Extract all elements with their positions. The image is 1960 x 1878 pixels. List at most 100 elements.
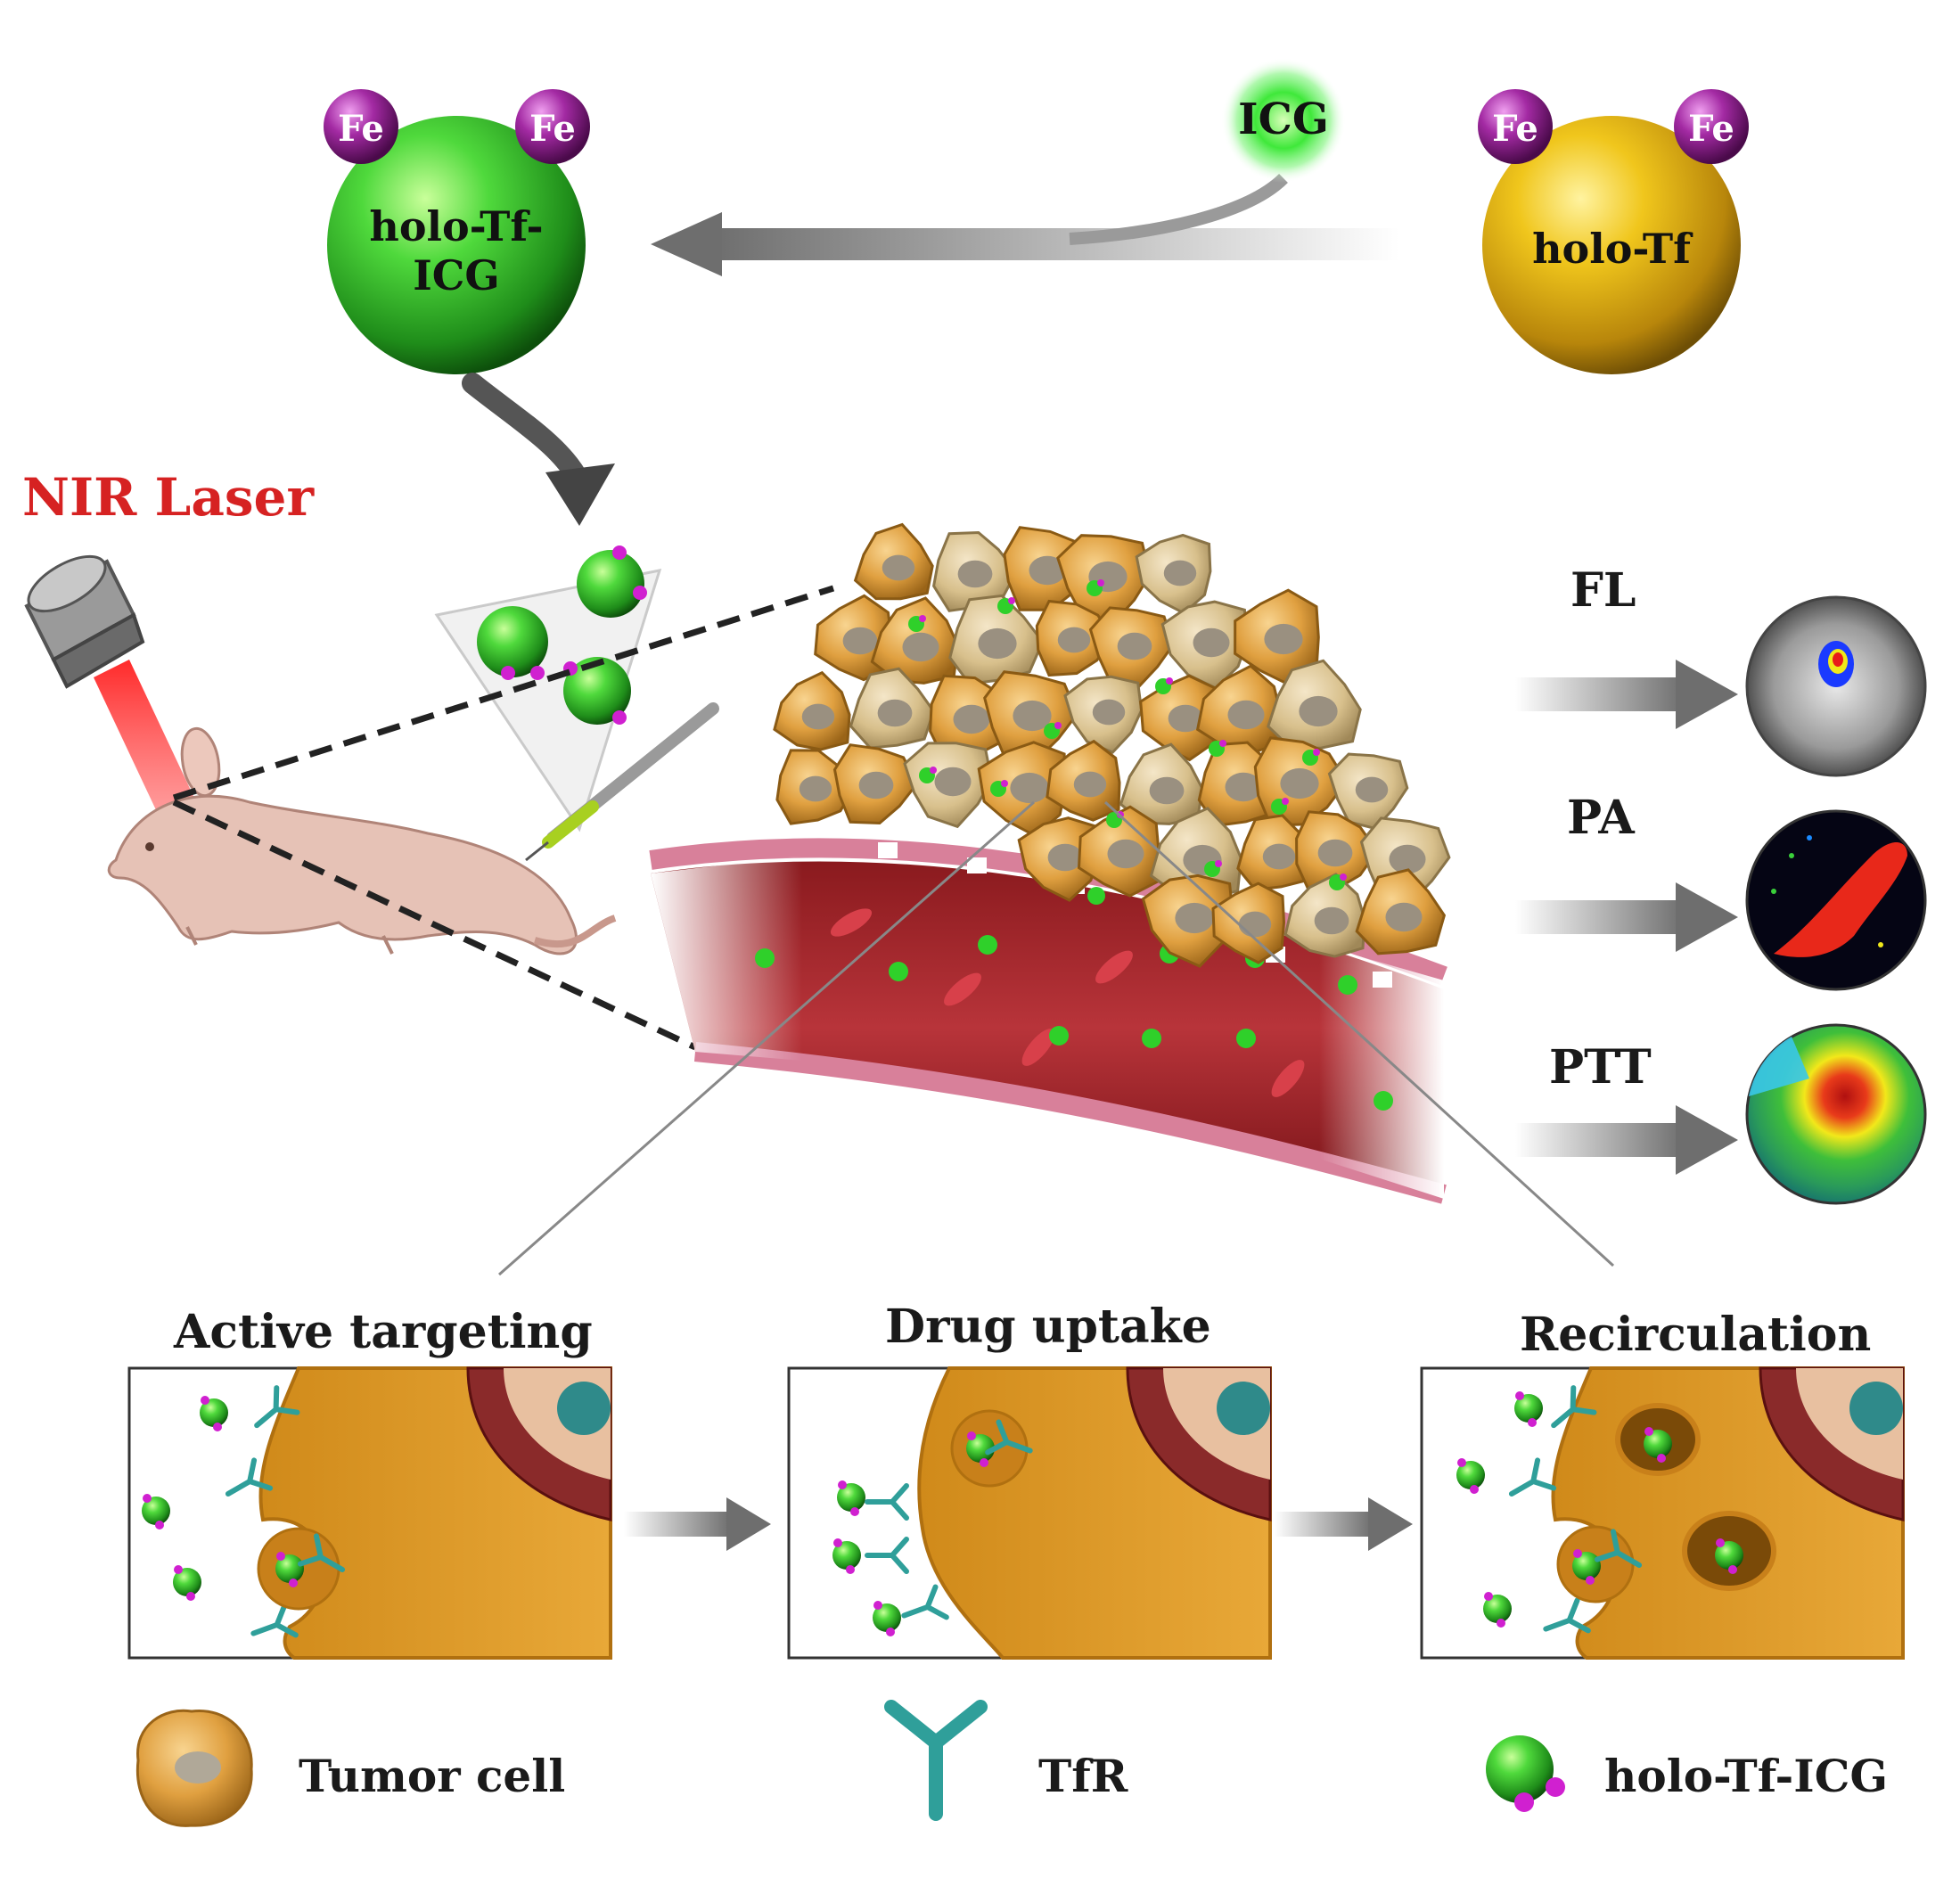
cell-nucleus bbox=[1225, 772, 1262, 802]
panel-particle-fe bbox=[155, 1521, 164, 1529]
panel-particle-fe bbox=[1644, 1427, 1653, 1436]
step-zoom-lines bbox=[498, 800, 1615, 1276]
cell-nucleus bbox=[1073, 771, 1107, 798]
panel-particle bbox=[1572, 1552, 1601, 1580]
panel-particle-fe bbox=[1728, 1565, 1737, 1574]
cell-nucleus bbox=[1238, 911, 1272, 938]
tumor-particle-fe bbox=[1340, 873, 1347, 881]
svg-text:ICG: ICG bbox=[1238, 94, 1329, 144]
cell-nucleus bbox=[1163, 560, 1197, 586]
panel-particle bbox=[1456, 1461, 1485, 1489]
cone-particles bbox=[477, 545, 647, 725]
svg-text:PA: PA bbox=[1567, 791, 1635, 845]
legend-tumor-cell: Tumor cell bbox=[299, 1750, 565, 1802]
cell-nucleus bbox=[978, 627, 1017, 660]
panel-particle-fe bbox=[289, 1579, 298, 1587]
cell-nucleus bbox=[1168, 704, 1203, 733]
active-targeting-panel bbox=[127, 1366, 612, 1660]
cell-nucleus bbox=[1047, 843, 1083, 872]
panel-particle bbox=[1483, 1595, 1512, 1623]
svg-text:holo-Tf: holo-Tf bbox=[1532, 225, 1693, 273]
icg-particle: ICG bbox=[1221, 58, 1346, 183]
laser-beam bbox=[94, 660, 201, 829]
svg-text:Fe: Fe bbox=[529, 108, 576, 150]
panel-receptor bbox=[250, 1602, 299, 1638]
step-active-targeting: Active targeting bbox=[127, 1305, 612, 1660]
cell-nucleus bbox=[799, 775, 832, 802]
fe-atom: Fe bbox=[324, 89, 398, 164]
cell-nucleus bbox=[1057, 627, 1091, 653]
panel-particle-fe bbox=[838, 1480, 847, 1489]
panel-particle-fe bbox=[1573, 1549, 1582, 1558]
cell-nucleus bbox=[953, 704, 990, 734]
panel-receptor bbox=[985, 1419, 1033, 1456]
tumor-particle-fe bbox=[1166, 677, 1173, 685]
laser-head-icon bbox=[24, 554, 145, 689]
step-drug-uptake: Drug uptake bbox=[787, 1300, 1272, 1660]
panel-particle-fe bbox=[1716, 1538, 1725, 1547]
panel-particle-fe bbox=[1497, 1619, 1505, 1628]
panel-particle-fe bbox=[276, 1552, 285, 1561]
panel-particle-fe bbox=[1515, 1391, 1524, 1400]
panel-receptor bbox=[901, 1584, 949, 1620]
panel-particle-fe bbox=[886, 1628, 895, 1636]
cell-nucleus bbox=[1264, 623, 1303, 655]
panel-particle bbox=[837, 1483, 865, 1512]
panel-particle bbox=[832, 1541, 861, 1570]
imaging-pa: PA bbox=[1515, 791, 1927, 991]
panel-particle-fe bbox=[846, 1565, 855, 1574]
nir-laser-label: NIR Laser bbox=[22, 467, 315, 528]
panel-receptor bbox=[297, 1533, 346, 1572]
panel-receptor bbox=[865, 1483, 909, 1521]
svg-text:ICG: ICG bbox=[413, 251, 499, 299]
imaging-fl: FL bbox=[1515, 563, 1927, 777]
panel-particle-fe bbox=[1586, 1576, 1595, 1585]
cell-nucleus bbox=[1355, 776, 1389, 803]
svg-text:Fe: Fe bbox=[1492, 108, 1538, 150]
panel-particle-fe bbox=[143, 1494, 152, 1503]
cell-nucleus bbox=[1280, 767, 1319, 800]
tumor-particle-fe bbox=[1219, 740, 1226, 747]
cell-nucleus bbox=[1385, 902, 1423, 932]
legend: Tumor cell TfR holo-Tf-ICG bbox=[135, 1700, 1888, 1827]
tumor-particle-fe bbox=[1282, 798, 1289, 805]
cell-nucleus bbox=[858, 771, 894, 800]
nucleolus bbox=[1217, 1382, 1270, 1435]
panel-particle-fe bbox=[980, 1458, 988, 1467]
panel-receptor bbox=[254, 1385, 300, 1429]
panel-receptor bbox=[1594, 1529, 1643, 1568]
legend-tfr: TfR bbox=[1038, 1750, 1128, 1802]
panel-particle bbox=[173, 1568, 201, 1596]
nucleolus bbox=[557, 1382, 611, 1435]
cell-nucleus bbox=[934, 767, 972, 797]
tumor-particle-fe bbox=[1097, 579, 1104, 586]
recirculation-panel bbox=[1420, 1366, 1905, 1660]
step-recirculation: Recirculation bbox=[1420, 1308, 1905, 1660]
panel-particle-fe bbox=[833, 1538, 842, 1547]
fe-atom: Fe bbox=[1478, 89, 1553, 164]
step-arrow bbox=[624, 1497, 771, 1551]
panel-particle-fe bbox=[1657, 1454, 1666, 1463]
cell-nucleus bbox=[1010, 772, 1049, 804]
cell-nucleus bbox=[1117, 632, 1152, 660]
tumor-particle-fe bbox=[930, 767, 937, 774]
panel-particle bbox=[1715, 1541, 1743, 1570]
panel-particle-fe bbox=[174, 1565, 183, 1574]
cell-nucleus bbox=[957, 560, 993, 588]
cell-nucleus bbox=[902, 632, 939, 662]
cell-nucleus bbox=[1317, 839, 1353, 867]
panel-particle-fe bbox=[1528, 1418, 1537, 1427]
drug-uptake-panel bbox=[787, 1366, 1272, 1660]
holo-tf-sphere: holo-Tf Fe Fe bbox=[1478, 89, 1749, 374]
cell-nucleus bbox=[1149, 776, 1185, 805]
holo-tf-icg-sphere: holo-Tf- ICG Fe Fe bbox=[324, 89, 590, 374]
cell-nucleus bbox=[877, 699, 913, 727]
step-arrow bbox=[1275, 1497, 1413, 1551]
panel-particle-fe bbox=[967, 1431, 976, 1440]
svg-text:Recirculation: Recirculation bbox=[1520, 1308, 1871, 1362]
imaging-ptt: PTT bbox=[1515, 1023, 1927, 1205]
svg-text:Fe: Fe bbox=[1688, 108, 1734, 150]
tumor-mass bbox=[773, 522, 1451, 968]
panel-particle bbox=[1514, 1394, 1543, 1423]
